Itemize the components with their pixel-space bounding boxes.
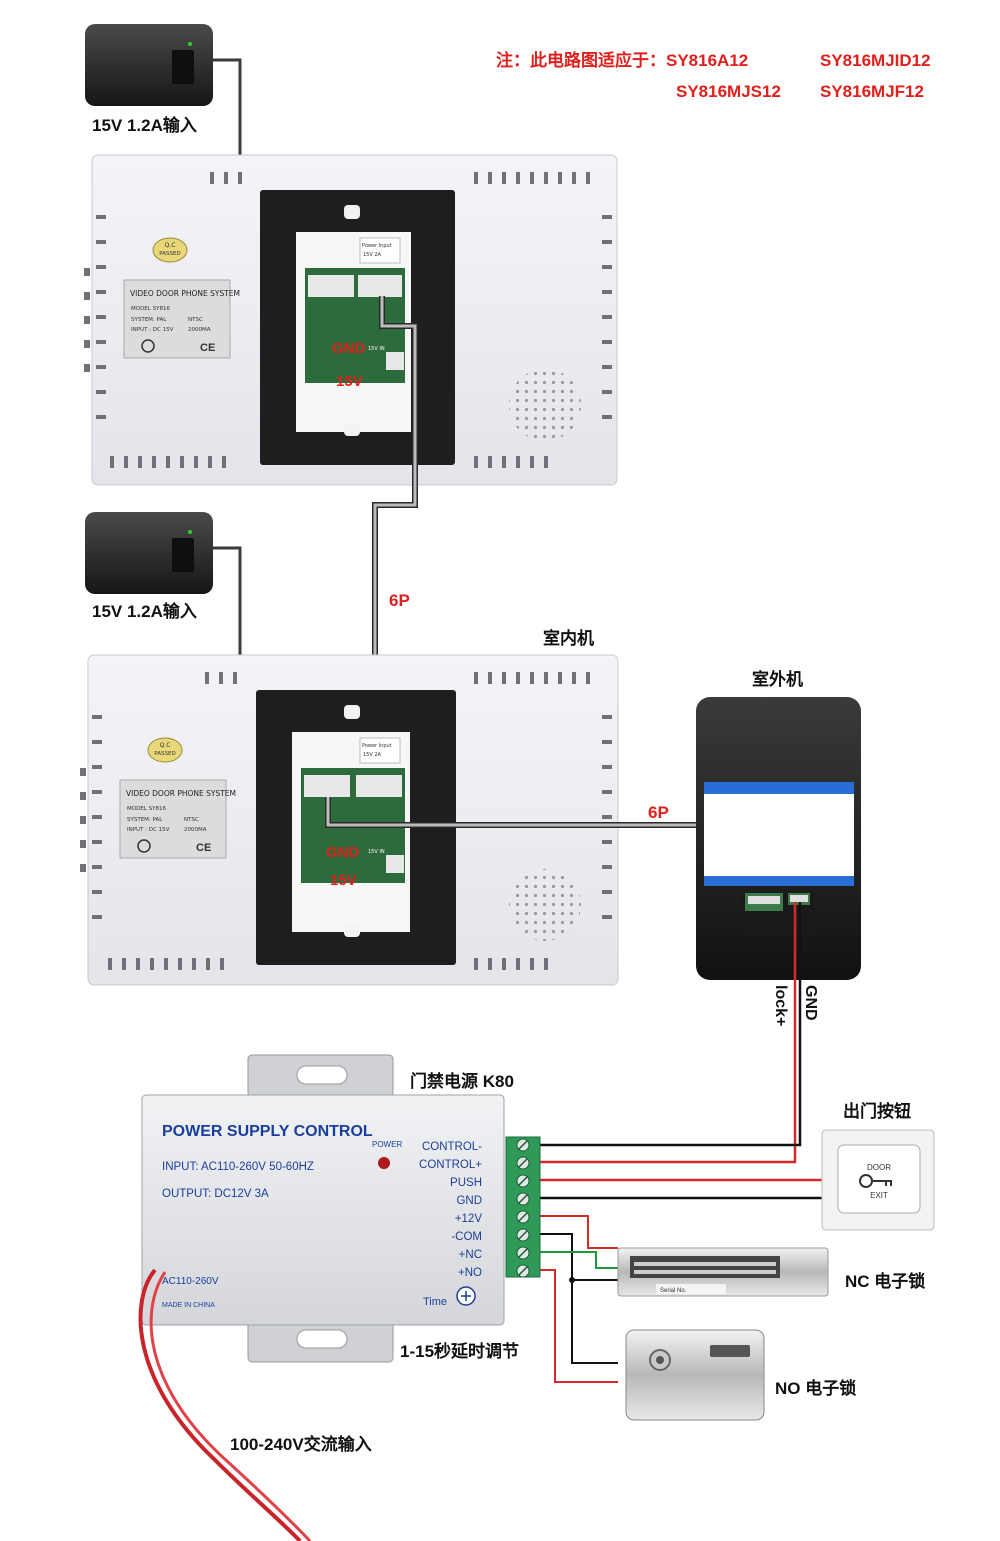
terminal-label-4: +12V (455, 1213, 483, 1225)
spec-system: SYSTEM: PAL (131, 317, 167, 323)
note-model-1: SY816A12 (666, 51, 748, 70)
adapter-2-label: 15V 1.2A输入 (92, 601, 197, 621)
terminal-screw-slot-7 (518, 1266, 528, 1276)
terminal-screw-slot-6 (518, 1248, 528, 1258)
psu-output: OUTPUT: DC12V 3A (162, 1188, 269, 1200)
ac-input-label: 100-240V交流输入 (230, 1434, 372, 1454)
ce-mark-2: CE (196, 842, 211, 854)
psu-power-led-label: POWER (372, 1140, 402, 1149)
pcb-jack-label: 15V IN (368, 346, 385, 352)
exit-door-text: DOOR (867, 1163, 891, 1172)
psu-ac-rating: AC110-260V (162, 1276, 219, 1287)
spec-ntsc: NTSC (188, 317, 203, 323)
spec-model: MODEL SY816 (131, 306, 170, 312)
qc-passed-2: PASSED (154, 751, 175, 757)
spec-ntsc-2: NTSC (184, 817, 199, 823)
outdoor-unit (696, 697, 861, 980)
no-lock-label: NO 电子锁 (775, 1378, 856, 1398)
terminal-labels: CONTROL- CONTROL+ PUSH GND +12V -COM +NC +NO (419, 1141, 482, 1279)
adapter-1-label: 15V 1.2A输入 (92, 115, 197, 135)
no-electric-lock (625, 1329, 765, 1421)
nc-maglock: Serial No. (617, 1247, 829, 1297)
nc-lock-label: NC 电子锁 (845, 1271, 925, 1291)
spec-input: INPUT : DC 15V (131, 327, 174, 333)
pcb-power-input: Power Input (362, 243, 392, 249)
terminal-label-5: -COM (451, 1231, 482, 1243)
outdoor-unit-label: 室外机 (752, 669, 803, 689)
terminal-screw-slot-2 (518, 1176, 528, 1186)
note-prefix: 注：此电路图适应于： (496, 50, 666, 70)
terminal-screws (516, 1138, 530, 1278)
qc-text: Q.C (165, 242, 176, 249)
spec-model-2: MODEL SY816 (127, 806, 166, 812)
lock-plus-label: lock+ (772, 985, 789, 1026)
spec-title: VIDEO DOOR PHONE SYSTEM (130, 289, 240, 298)
terminal-screw-slot-5 (518, 1230, 528, 1240)
psu-unit: POWER SUPPLY CONTROL INPUT: AC110-260V 5… (141, 1054, 541, 1363)
gnd-label-2: GND (326, 844, 360, 861)
psu-time-label: Time (423, 1296, 447, 1308)
cable-6p-label-a: 6P (389, 591, 410, 610)
delay-label: 1-15秒延时调节 (400, 1341, 519, 1361)
psu-label: 门禁电源 K80 (410, 1071, 514, 1091)
terminal-label-6: +NC (459, 1249, 482, 1261)
indoor-monitor-1: Q.C PASSED VIDEO DOOR PHONE SYSTEM MODEL… (84, 154, 618, 486)
wire-lock-plus (540, 902, 797, 1164)
terminal-screw-slot-0 (518, 1140, 528, 1150)
note-model-2: SY816MJID12 (820, 51, 931, 70)
spec-title-2: VIDEO DOOR PHONE SYSTEM (126, 789, 236, 798)
wire-12v-to-nc (540, 1215, 618, 1249)
terminal-screw-slot-3 (518, 1194, 528, 1204)
terminal-label-0: CONTROL- (422, 1141, 482, 1153)
gnd-vertical-label: GND (802, 985, 819, 1021)
indoor-monitor-2: Q.C PASSED VIDEO DOOR PHONE SYSTEM MODEL… (80, 654, 619, 986)
model-note: 注：此电路图适应于：SY816A12 SY816MJID12 SY816MJS1… (496, 50, 931, 101)
note-line-1: 注：此电路图适应于：SY816A12 (496, 50, 748, 70)
terminal-label-3: GND (456, 1195, 482, 1207)
terminal-label-7: +NO (458, 1267, 482, 1279)
qc-passed: PASSED (159, 251, 180, 257)
terminal-label-1: CONTROL+ (419, 1159, 482, 1171)
pcb-jack-label-2: 15V IN (368, 849, 385, 855)
indoor-unit-label: 室内机 (543, 628, 594, 648)
v15-label-1: 15V (336, 373, 363, 390)
terminal-label-2: PUSH (450, 1177, 482, 1189)
psu-title: POWER SUPPLY CONTROL (162, 1123, 373, 1140)
psu-made-in: MADE IN CHINA (162, 1302, 215, 1309)
note-model-4: SY816MJF12 (820, 82, 924, 101)
ac-input-cable (138, 1268, 302, 1541)
pcb-power-rating-2: 15V 2A (363, 752, 382, 758)
exit-exit-text: EXIT (870, 1191, 888, 1200)
speaker-grille (509, 369, 581, 441)
wire-no (540, 1269, 618, 1383)
psu-input: INPUT: AC110-260V 50-60HZ (162, 1161, 314, 1173)
wire-com (540, 1233, 618, 1364)
terminal-screw-slot-1 (518, 1158, 528, 1168)
cable-6p-label-b: 6P (648, 803, 669, 822)
exit-button-label: 出门按钮 (843, 1101, 911, 1121)
spec-current: 2000MA (188, 327, 211, 333)
pcb-power-rating: 15V 2A (363, 252, 382, 258)
pcb-power-input-2: Power Input (362, 743, 392, 749)
spec-input-2: INPUT : DC 15V (127, 827, 170, 833)
maglock-serial: Serial No. (660, 1288, 687, 1294)
spec-system-2: SYSTEM: PAL (127, 817, 163, 823)
qc-text-2: Q.C (160, 742, 171, 749)
note-model-3: SY816MJS12 (676, 82, 781, 101)
terminal-screw-slot-4 (518, 1212, 528, 1222)
qc-sticker (152, 237, 188, 263)
exit-button: DOOR EXIT (821, 1129, 935, 1231)
v15-label-2: 15V (330, 872, 357, 889)
ce-mark: CE (200, 342, 215, 354)
wire-nc (540, 1251, 618, 1269)
gnd-label-1: GND (332, 340, 366, 357)
spec-current-2: 2000MA (184, 827, 207, 833)
wire-outdoor-gnd (540, 902, 802, 1147)
power-led (378, 1157, 390, 1169)
